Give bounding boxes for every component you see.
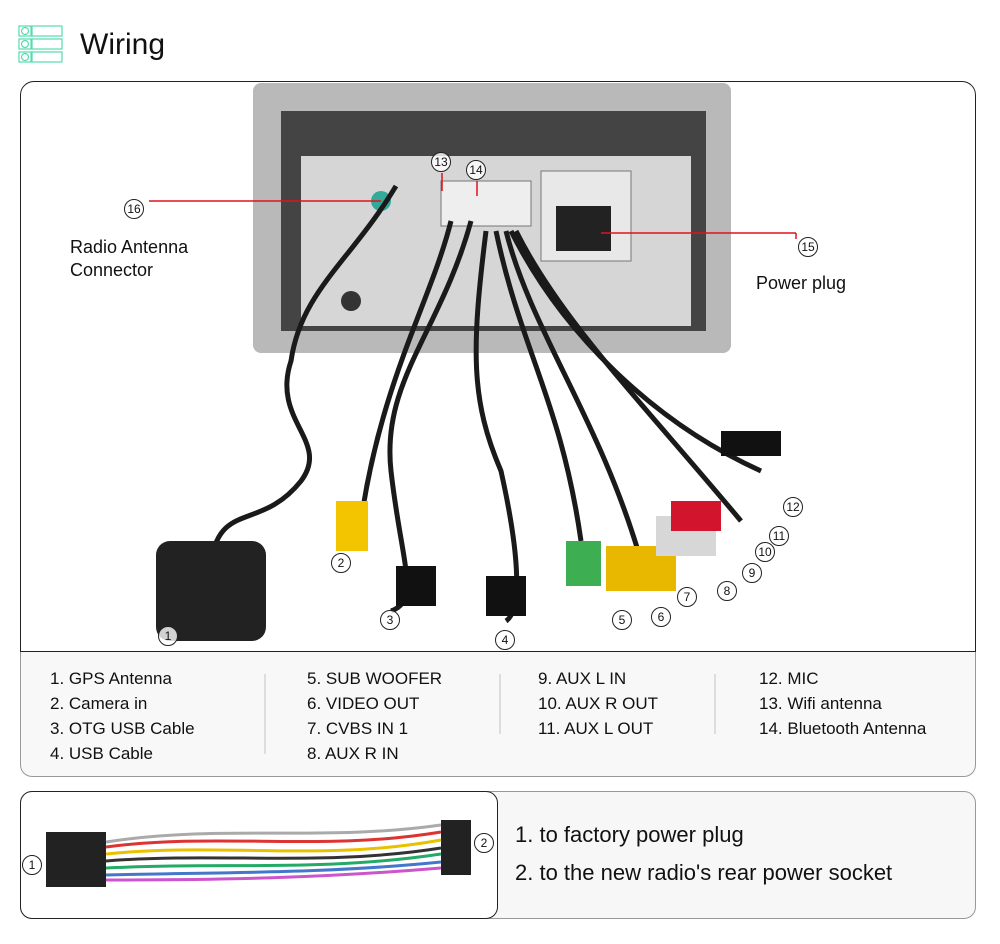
callout-6: 6 [651,607,671,627]
legend-item: 13. Wifi antenna [759,694,882,713]
head-unit-photo [149,83,797,641]
wiring-photo-panel [20,81,976,652]
power-plug-label: Power plug [756,273,847,293]
harness-photo [20,791,498,919]
callout-8: 8 [717,581,737,601]
callout-7: 7 [677,587,697,607]
callout-15: 15 [798,237,818,257]
divider [264,674,266,754]
harness-image [46,820,471,887]
legend-item: 3. OTG USB Cable [50,719,195,738]
callout-2: 2 [331,553,351,573]
legend-item: 9. AUX L IN [538,669,627,688]
callout-1: 1 [158,626,178,646]
legend-item: 4. USB Cable [50,744,153,763]
legend-item: 14. Bluetooth Antenna [759,719,927,738]
legend-item: 11. AUX L OUT [538,719,654,738]
callout-10: 10 [755,542,775,562]
harness-callout-1: 1 [22,855,42,875]
list-icon [18,25,63,63]
legend-item: 5. SUB WOOFER [307,669,443,688]
callout-12: 12 [783,497,803,517]
legend-item: 7. CVBS IN 1 [307,719,409,738]
label-line: Radio Antenna [70,237,189,257]
legend-item: 1. GPS Antenna [50,669,172,688]
legend-item: 12. MIC [759,669,819,688]
legend-column: 12. MIC 13. Wifi antenna 14. Bluetooth Ant… [759,666,926,741]
callout-9: 9 [742,563,762,583]
callout-16: 16 [124,199,144,219]
legend-column: 9. AUX L IN 10. AUX R OUT 11. AUX L OUT [538,666,658,741]
label-line: Connector [70,260,154,280]
callout-13: 13 [431,152,451,172]
callout-11: 11 [769,526,789,546]
legend-panel: 1. GPS Antenna 2. Camera in 3. OTG USB Cab… [20,652,976,777]
divider [499,674,501,734]
legend-column: 1. GPS Antenna 2. Camera in 3. OTG USB Cab… [50,666,195,766]
harness-note-2: 2. to the new radio's rear power socket [515,860,893,885]
callout-5: 5 [612,610,632,630]
harness-note-1: 1. to factory power plug [515,822,744,847]
page-title: Wiring [80,28,166,61]
callout-4: 4 [495,630,515,650]
harness-callout-2: 2 [474,833,494,853]
callout-14: 14 [466,160,486,180]
legend-item: 8. AUX R IN [307,744,399,763]
legend-item: 2. Camera in [50,694,148,713]
legend-column: 5. SUB WOOFER 6. VIDEO OUT 7. CVBS IN 1 8. … [307,666,442,766]
legend-item: 10. AUX R OUT [538,694,658,713]
legend-item: 6. VIDEO OUT [307,694,420,713]
divider [714,674,716,734]
callout-3: 3 [380,610,400,630]
